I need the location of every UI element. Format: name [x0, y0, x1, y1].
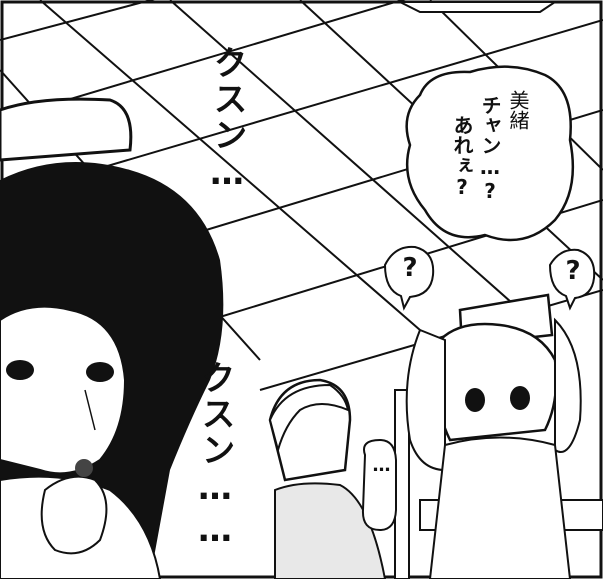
- question-mark-left: ?: [402, 253, 418, 283]
- boy-character: [268, 378, 387, 579]
- question-mark-right: ?: [565, 256, 581, 286]
- boy-jacket: [274, 482, 387, 579]
- tear-line: [84, 389, 96, 431]
- sob-text-top: クスン…: [207, 45, 247, 195]
- ellipsis-text: …: [371, 455, 392, 476]
- twintail-right: [554, 317, 582, 453]
- twintail-nurse: [405, 293, 582, 579]
- crying-nurse: [0, 97, 224, 579]
- boy-hair: [268, 383, 350, 454]
- face-left: [0, 305, 127, 475]
- ellipsis-bubble: [361, 438, 397, 532]
- speech-balloon: [405, 65, 575, 242]
- speech-line-2: チャン…?: [478, 95, 502, 203]
- top-object: [399, 0, 559, 13]
- clasped-hands: [40, 475, 108, 555]
- sob-text-bottom: クスン……: [195, 360, 235, 552]
- speech-line-1: 美緒: [506, 90, 530, 130]
- uniform-right: [428, 436, 572, 579]
- question-bubble-left: [383, 245, 435, 311]
- question-bubble-right: [548, 248, 596, 311]
- pendant: [75, 459, 93, 477]
- nurse-cap-left: [0, 97, 133, 162]
- twintail-left: [405, 328, 446, 472]
- face-right: [435, 322, 558, 442]
- speech-line-3: あれぇ?: [450, 115, 474, 199]
